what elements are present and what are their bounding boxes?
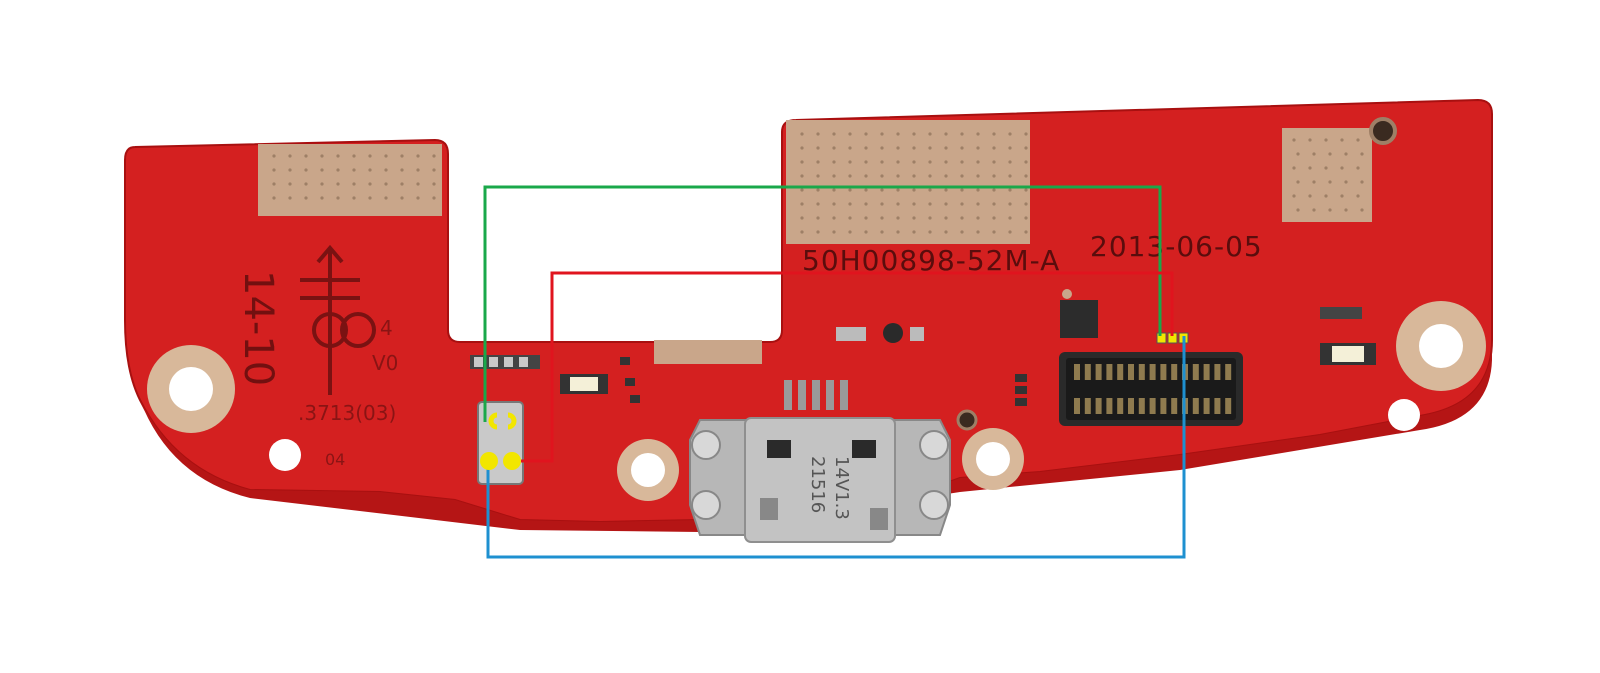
- smd-left-column: [620, 357, 1027, 406]
- silk-fragment-c: .3713(03): [298, 401, 396, 425]
- silk-week-code: 14-10: [235, 270, 281, 386]
- resistor-array-left: [470, 355, 540, 369]
- wire-blue: [486, 336, 1186, 559]
- mount-hole-right: [1396, 301, 1486, 391]
- gold-pad-small: [654, 340, 762, 364]
- silkscreen-logo: [300, 244, 376, 395]
- board-to-board-connector-icon: [1059, 352, 1243, 426]
- date-code-label: 2013-06-05: [1090, 230, 1263, 263]
- led-left: [560, 374, 608, 394]
- mount-hole-center-right: [962, 428, 1024, 490]
- silk-fragment-a: 4: [380, 316, 393, 340]
- mount-hole-center-left: [617, 439, 679, 501]
- usb-marking-line2: 21516: [807, 456, 828, 513]
- usb-marking-line1: 14V1.3: [831, 456, 852, 520]
- silk-fragment-d: 04: [325, 450, 345, 469]
- small-hole-left: [269, 439, 301, 471]
- mic-marker-bottom-right: [503, 452, 521, 470]
- gold-pad-right: [1282, 128, 1372, 222]
- wire-red: [521, 271, 1174, 463]
- silk-fragment-b: V0: [372, 351, 398, 375]
- resistor-right: [1320, 307, 1362, 319]
- smd-cluster-center: [836, 323, 924, 343]
- gold-pad-center: [786, 120, 1030, 244]
- small-hole-right: [1388, 399, 1420, 431]
- gold-pad-left: [258, 144, 442, 216]
- mount-hole-left: [147, 345, 235, 433]
- fiducial-center: [956, 409, 978, 431]
- mic-marker-top: [488, 412, 517, 430]
- pad-dots: [272, 132, 1364, 234]
- ic-chip-small: [1060, 289, 1098, 338]
- fiducial-top-right: [1369, 117, 1397, 145]
- micro-usb-connector-icon: 14V1.3 21516: [689, 380, 951, 543]
- mic-marker-bottom-left: [480, 452, 498, 470]
- led-right: [1320, 343, 1376, 365]
- wire-green: [483, 185, 1162, 422]
